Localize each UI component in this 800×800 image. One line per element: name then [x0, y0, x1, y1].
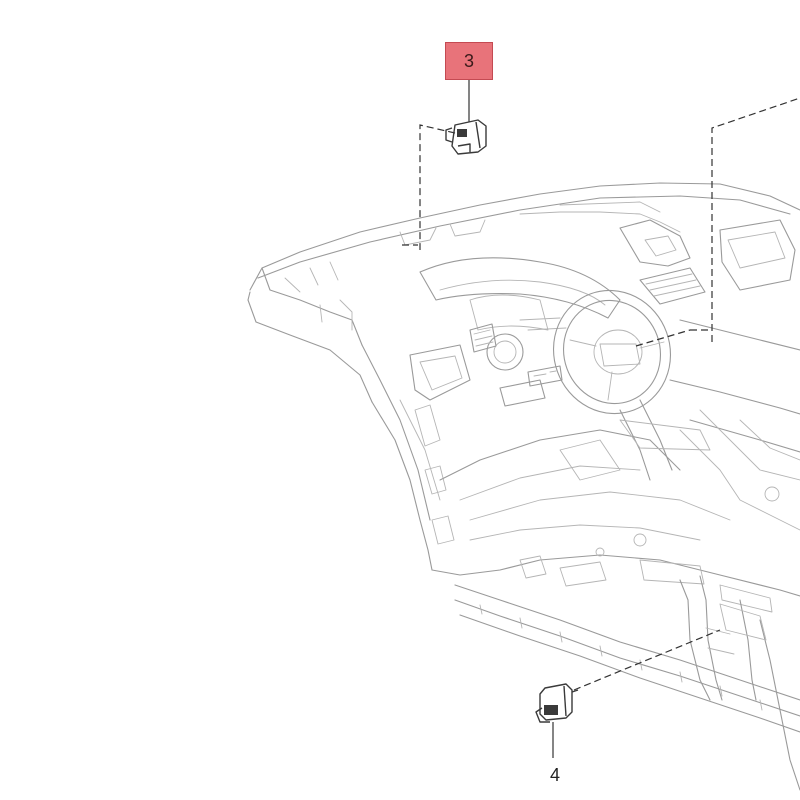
instrument-panel: [247, 182, 800, 571]
sensor-module-3-icon[interactable]: [445, 119, 487, 155]
callout-part-3[interactable]: 3: [445, 42, 493, 80]
sensor-module-4-icon[interactable]: [535, 683, 579, 723]
floor-pan: [431, 319, 800, 613]
leader-lines: [402, 80, 800, 758]
callout-label-4: 4: [549, 765, 560, 785]
callout-label-3: 3: [463, 50, 474, 71]
rocker-and-pillar: [454, 575, 800, 791]
callout-part-4[interactable]: 4: [545, 765, 565, 789]
steering-wheel: [552, 289, 673, 481]
